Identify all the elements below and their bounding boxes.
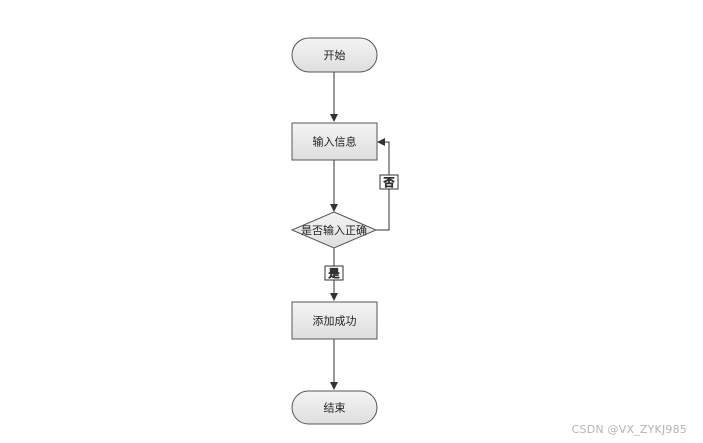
edge-label-no: 否: [384, 176, 395, 189]
process-shape: [291, 122, 378, 161]
node-label-end: 结束: [324, 402, 346, 415]
decision-shape: [290, 211, 378, 249]
node-label-success: 添加成功: [313, 314, 357, 328]
watermark-text: CSDN @VX_ZYKJ985: [571, 423, 687, 436]
node-success: 添加成功: [291, 301, 378, 340]
node-label-start: 开始: [324, 48, 346, 62]
node-label-input: 输入信息: [313, 135, 357, 149]
terminal-shape: [291, 37, 378, 73]
terminal-shape: [291, 390, 378, 425]
process-shape: [291, 301, 378, 340]
node-label-check: 是否输入正确: [301, 223, 367, 237]
node-check: 是否输入正确: [290, 211, 378, 249]
node-input: 输入信息: [291, 122, 378, 161]
node-end: 结束: [291, 390, 378, 425]
edge-label-yes: 是: [329, 267, 340, 280]
edge-labels: 否 是: [324, 174, 399, 281]
node-start: 开始: [291, 37, 378, 73]
